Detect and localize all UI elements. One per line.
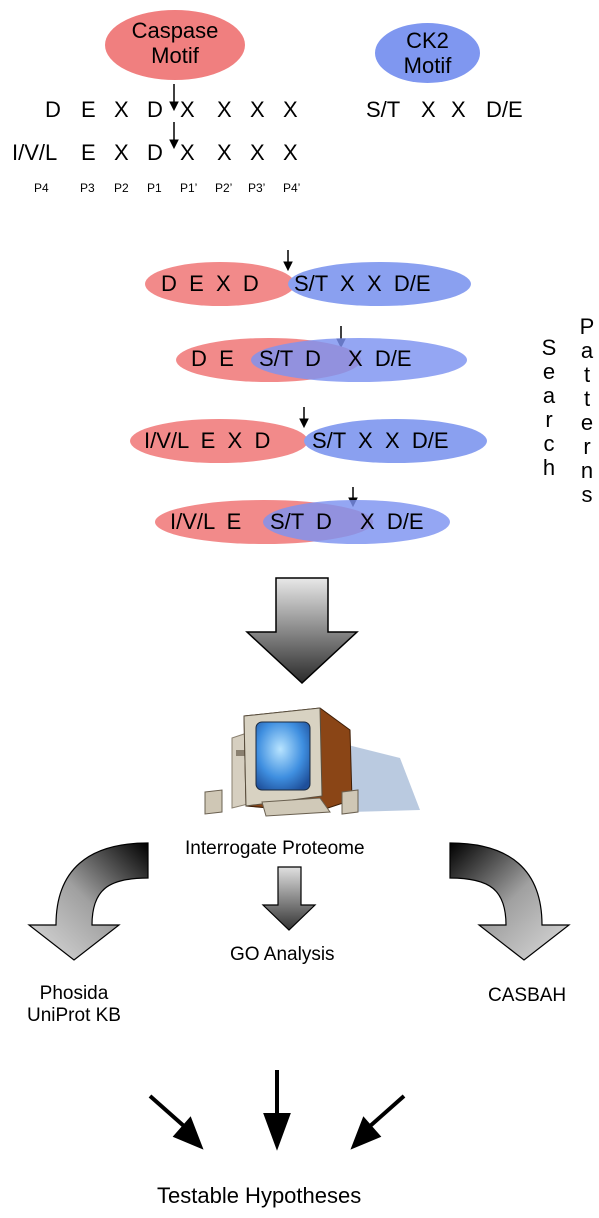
- residue: D: [147, 97, 163, 122]
- search-vertical-label: S e a r c h: [541, 335, 557, 480]
- residue: D: [147, 140, 163, 165]
- residue: X: [283, 140, 298, 165]
- ck2-label-line1: CK2: [406, 28, 449, 53]
- ck2-label-line2: Motif: [403, 53, 452, 78]
- position-label: P4: [34, 181, 49, 195]
- ck2-part: X D/E: [348, 346, 412, 371]
- residue: X: [180, 97, 195, 122]
- testable-hypotheses-label: Testable Hypotheses: [157, 1183, 362, 1208]
- ck2-part: S/T X X D/E: [312, 428, 449, 453]
- caspase-label-line1: Caspase: [131, 18, 219, 43]
- caspase-part: D E: [191, 346, 234, 371]
- residue: X: [114, 97, 129, 122]
- ck2-ellipse: [263, 500, 450, 544]
- position-label: P3’: [248, 181, 266, 195]
- ck2-part: X D/E: [360, 509, 424, 534]
- position-label: P2: [114, 181, 129, 195]
- caspase-motif-ellipse: [105, 10, 245, 80]
- ck2-ellipse: [304, 419, 487, 463]
- residue: X: [114, 140, 129, 165]
- desktop-computer-icon: [204, 707, 420, 817]
- residue: X: [180, 140, 195, 165]
- casbah-label: CASBAH: [488, 985, 567, 1006]
- interrogate-proteome-label: Interrogate Proteome: [185, 838, 365, 859]
- residue: E: [81, 97, 96, 122]
- caspase-ellipse: [145, 262, 295, 306]
- residue: X: [451, 97, 466, 122]
- position-label: P1: [147, 181, 162, 195]
- converging-arrows-icon: [148, 1070, 406, 1151]
- overlap-part: S/T D: [259, 346, 321, 371]
- uniprot-label: UniProt KB: [27, 1005, 121, 1026]
- position-label: P4’: [283, 181, 301, 195]
- residue: D/E: [486, 97, 523, 122]
- ck2-part: S/T X X D/E: [294, 271, 431, 296]
- curved-arrow-left-icon: [27, 842, 149, 961]
- residue: S/T: [366, 97, 401, 122]
- residue: X: [217, 140, 232, 165]
- residue: E: [81, 140, 96, 165]
- position-label: P1’: [180, 181, 198, 195]
- big-down-arrow-icon: [245, 577, 359, 685]
- patterns-vertical-label: P a t t e r n s: [579, 314, 595, 507]
- residue: D: [45, 97, 61, 122]
- caspase-motif-label: Caspase Motif: [105, 18, 245, 68]
- curved-arrow-right-icon: [449, 842, 571, 961]
- ck2-motif-label: CK2 Motif: [375, 28, 480, 78]
- caspase-label-line2: Motif: [151, 43, 199, 68]
- caspase-part: D E X D: [161, 271, 259, 296]
- residue: I/V/L: [12, 140, 58, 165]
- ck2-ellipse: [288, 262, 471, 306]
- residue: X: [250, 140, 265, 165]
- position-label: P2’: [215, 181, 233, 195]
- left-database-label: Phosida UniProt KB: [14, 983, 134, 1027]
- caspase-part: I/V/L E X D: [144, 428, 271, 453]
- residue: X: [421, 97, 436, 122]
- go-analysis-label: GO Analysis: [230, 944, 335, 965]
- caspase-part: I/V/L E: [170, 509, 242, 534]
- position-label: P3: [80, 181, 95, 195]
- ck2-motif-ellipse: [375, 23, 480, 83]
- residue: X: [283, 97, 298, 122]
- residue: X: [217, 97, 232, 122]
- residue: X: [250, 97, 265, 122]
- small-down-arrow-icon: [261, 866, 317, 931]
- caspase-ellipse: [130, 419, 308, 463]
- ck2-ellipse: [251, 338, 467, 382]
- overlap-part: S/T D: [270, 509, 332, 534]
- phosida-label: Phosida: [39, 983, 109, 1004]
